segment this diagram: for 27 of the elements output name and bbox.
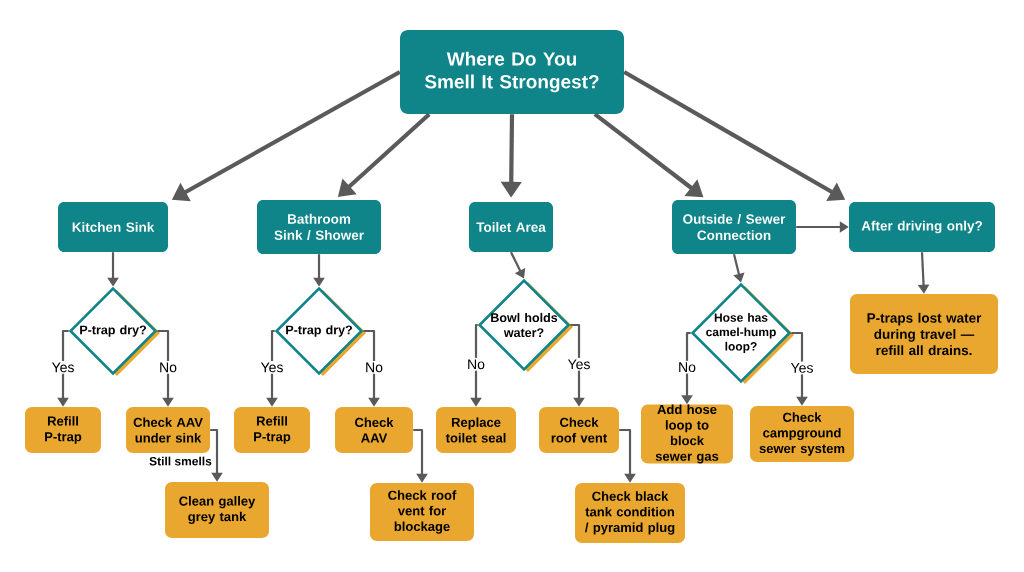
edge-label: Yes <box>259 361 285 374</box>
edge-label: No <box>676 360 698 374</box>
location-box: After driving only? <box>849 202 995 252</box>
location-box: Toilet Area <box>469 202 553 252</box>
location-box: Outside / Sewer Connection <box>672 200 796 254</box>
edge-label: Yes <box>566 357 592 371</box>
action-box: Check black tank condition / pyramid plug <box>575 483 685 543</box>
location-box: Bathroom Sink / Shower <box>257 200 381 254</box>
action-box: Add hose loop to block sewer gas <box>641 404 733 464</box>
action-box: Clean galley grey tank <box>165 482 269 538</box>
action-box: Check roof vent for blockage <box>370 483 474 541</box>
action-box: P-traps lost water during travel — refill all drains. <box>850 294 998 374</box>
question-box: Where Do You Smell It Strongest? <box>400 30 624 114</box>
action-box: Check campground sewer system <box>750 406 854 462</box>
action-box: Check AAV under sink <box>126 407 210 453</box>
action-box: Refill P-trap <box>25 407 101 453</box>
edge-label: No <box>157 361 179 374</box>
edge-label: No <box>363 361 385 374</box>
location-box: Kitchen Sink <box>58 202 168 252</box>
action-box: Check roof vent <box>539 407 619 453</box>
edge-label: Yes <box>50 361 76 374</box>
edge-label: Still smells <box>149 456 212 466</box>
action-box: Check AAV <box>335 407 413 453</box>
action-box: Replace toilet seal <box>436 407 516 453</box>
action-box: Refill P-trap <box>234 407 310 453</box>
edge-label: No <box>465 357 487 371</box>
edge-label: Yes <box>789 361 815 375</box>
